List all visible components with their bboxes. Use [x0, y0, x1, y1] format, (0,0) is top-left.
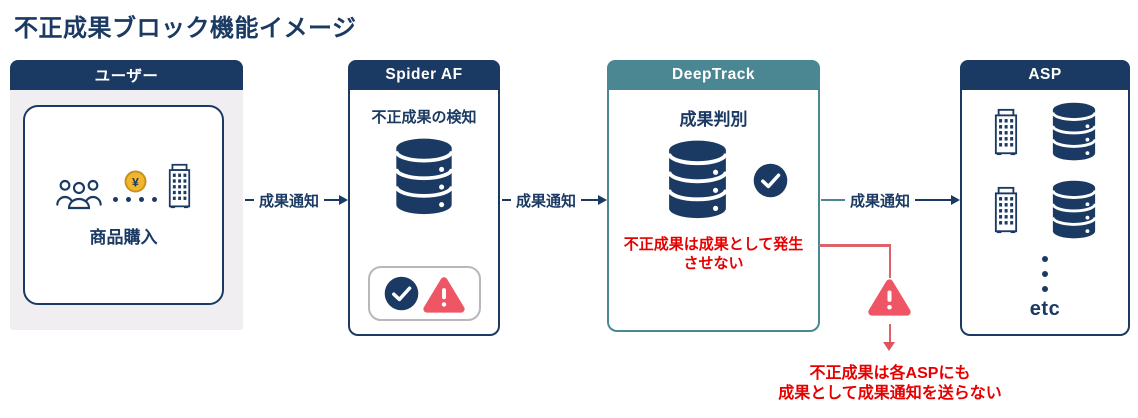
deeptrack-box: DeepTrack 成果判別 不正成果は成果として発生させない	[607, 60, 820, 332]
check-circle-icon	[383, 276, 419, 311]
asp-network-row	[992, 101, 1098, 163]
asp-box-header: ASP	[960, 60, 1130, 90]
spider-af-box: Spider AF 不正成果の検知	[348, 60, 500, 336]
down-arrowhead-icon	[883, 342, 895, 351]
database-icon	[1051, 179, 1097, 240]
arrow-stub	[502, 198, 511, 202]
arrow-spider-to-deeptrack: 成果通知	[502, 189, 607, 211]
arrow-user-to-spider: 成果通知	[245, 189, 348, 211]
svg-text:¥: ¥	[132, 176, 139, 190]
building-icon	[168, 163, 191, 209]
building-icon	[994, 108, 1018, 156]
deeptrack-block-note: 不正成果は成果として発生させない	[623, 236, 804, 272]
page-title: 不正成果ブロック機能イメージ	[14, 15, 357, 42]
user-box: ユーザー ¥ 商品購入	[10, 60, 243, 330]
check-circle-icon	[752, 162, 788, 198]
deeptrack-judge-label: 成果判別	[679, 110, 748, 129]
verdict-badge	[367, 266, 481, 321]
arrow-stub	[821, 198, 845, 202]
block-branch-line	[888, 244, 891, 278]
people-group-icon	[56, 179, 102, 210]
block-branch-line	[819, 244, 891, 247]
purchase-label: 商品購入	[89, 228, 158, 247]
deeptrack-box-header: DeepTrack	[607, 60, 820, 90]
arrowhead-icon	[598, 195, 607, 205]
flow-dots-icon	[113, 197, 157, 202]
block-branch-line	[888, 324, 891, 343]
spider-detect-label: 不正成果の検知	[371, 109, 477, 126]
database-icon	[1051, 101, 1097, 162]
purchase-card: ¥ 商品購入	[23, 105, 224, 305]
deeptrack-box-body: 成果判別 不正成果は成果として発生させない	[607, 90, 820, 332]
arrow-label: 成果通知	[850, 192, 911, 210]
building-icon	[994, 186, 1018, 234]
database-icon	[666, 140, 728, 220]
asp-network-row	[992, 179, 1098, 241]
database-icon	[394, 138, 454, 216]
arrow-stub	[245, 198, 254, 202]
ellipsis-dots-icon	[1042, 256, 1048, 292]
arrow-line	[915, 198, 951, 202]
warning-triangle-icon	[423, 275, 465, 313]
user-box-body: ¥ 商品購入	[10, 90, 243, 330]
arrow-label: 成果通知	[516, 192, 577, 210]
block-branch-note: 不正成果は各ASPにも 成果として成果通知を送らない	[740, 364, 1040, 405]
asp-box: ASP etc	[960, 60, 1130, 336]
user-box-header: ユーザー	[10, 60, 243, 90]
arrowhead-icon	[339, 195, 348, 205]
arrow-deeptrack-to-asp: 成果通知	[821, 189, 960, 211]
arrow-line	[324, 198, 339, 202]
arrow-line	[581, 198, 598, 202]
block-branch-note-line1: 不正成果は各ASPにも	[809, 365, 971, 382]
asp-box-body: etc	[960, 90, 1130, 336]
arrow-label: 成果通知	[259, 192, 320, 210]
arrowhead-icon	[951, 195, 960, 205]
block-branch-note-line2: 成果として成果通知を送らない	[778, 385, 1002, 403]
warning-triangle-icon	[868, 277, 911, 316]
spider-af-box-header: Spider AF	[348, 60, 500, 90]
yen-coin-icon: ¥	[124, 170, 146, 193]
spider-af-box-body: 不正成果の検知	[348, 90, 500, 336]
etc-label: etc	[1029, 298, 1061, 320]
